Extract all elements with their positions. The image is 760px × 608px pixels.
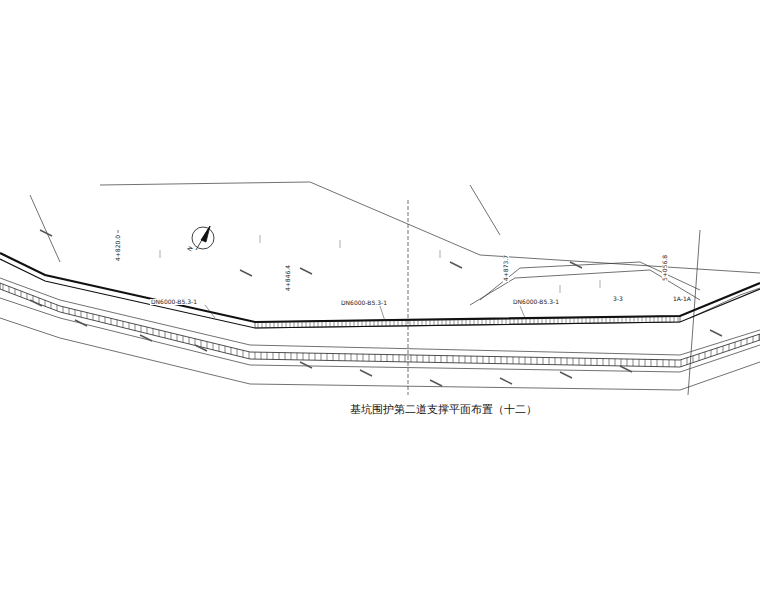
station-label: 4+820.0	[115, 234, 121, 262]
station-label: DN6000-B5.3-1	[150, 299, 198, 305]
station-label: 1A-1A	[672, 296, 692, 302]
station-label: 4+846.4	[285, 264, 291, 292]
station-label: 5+056.8	[662, 254, 668, 282]
north-label: N	[186, 244, 194, 253]
station-label: DN6000-B5.3-1	[340, 300, 388, 306]
station-label: DN6000-B5.3-1	[512, 299, 560, 305]
station-label: 3-3	[612, 296, 624, 302]
drawing-title: 基坑围护第二道支撑平面布置（十二）	[350, 402, 537, 417]
station-label: 4+873.7	[503, 254, 509, 282]
